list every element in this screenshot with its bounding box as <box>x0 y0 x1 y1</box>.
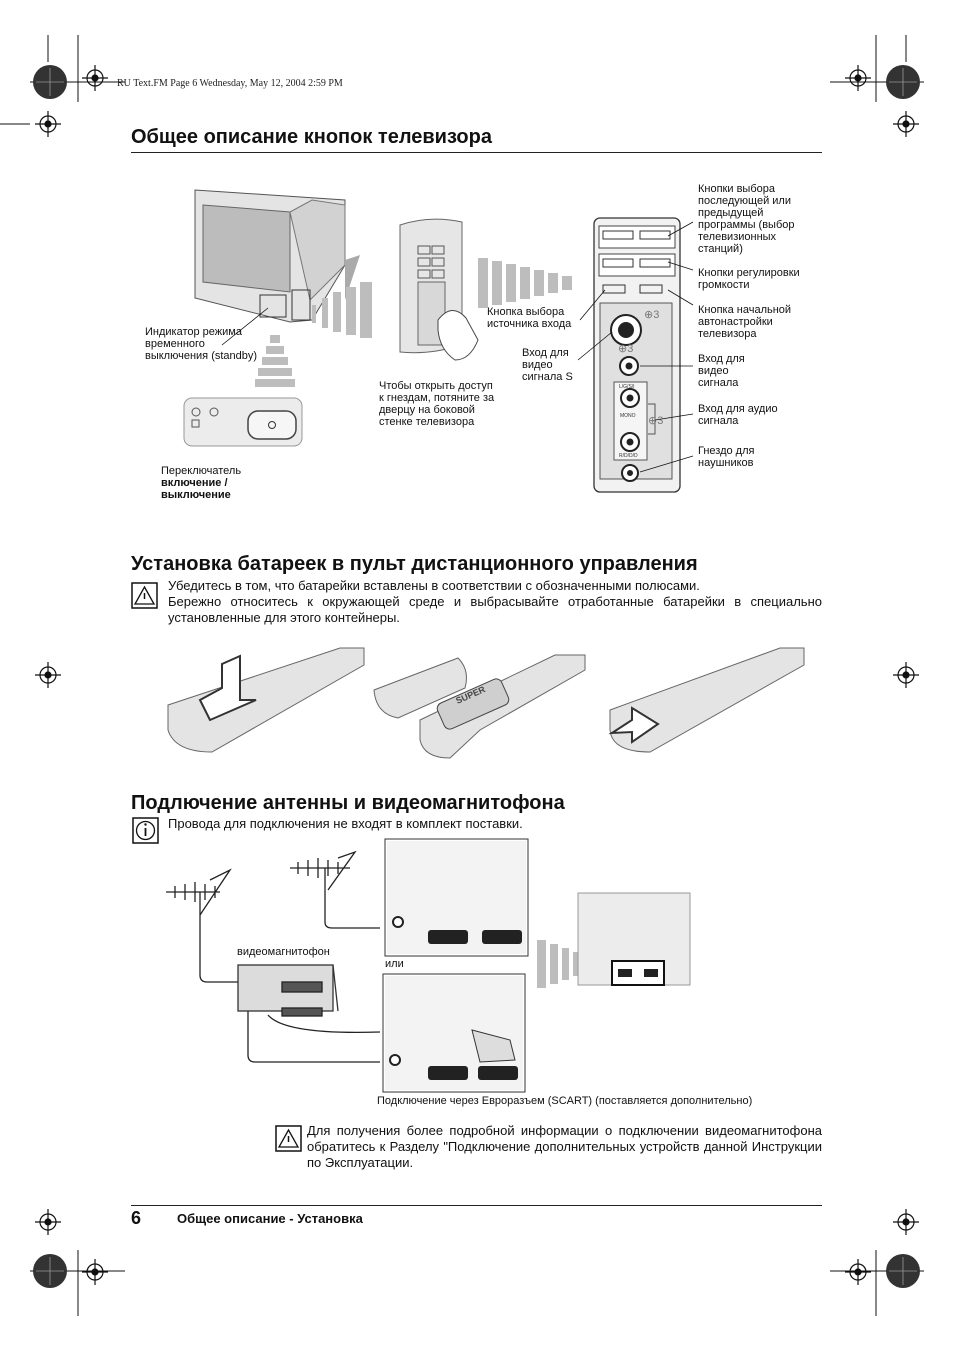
label-power-switch: Переключатель включение / выключение <box>161 465 271 501</box>
scart-caption: Подключение через Евроразъем (SCART) (по… <box>377 1095 753 1107</box>
tv-back-panels <box>382 838 691 1093</box>
panel-mark-jack3b: ⊕3 <box>618 343 634 355</box>
label-power-prefix: Переключатель <box>161 465 242 477</box>
registration-mark <box>35 65 919 1285</box>
section-title-batteries: Установка батареек в пульт дистанционног… <box>131 553 698 575</box>
label-vcr: видеомагнитофон <box>237 946 330 958</box>
label-side-door: Чтобы открыть доступ к гнездам, потяните… <box>379 380 495 428</box>
warning-icon-graphic <box>131 582 302 1152</box>
front-panel-detail <box>183 397 303 447</box>
battery-warning-line2: Бережно относитесь к окружающей среде и … <box>168 594 822 625</box>
panel-mark-lgsi: L/G/S/I <box>619 384 635 390</box>
connector-panel <box>593 217 681 493</box>
side-door-illustration <box>399 218 479 361</box>
beam-graphic <box>255 258 572 387</box>
battery-warning-line1: Убедитесь в том, что батарейки вставлены… <box>168 578 700 593</box>
vcr-warning-text: Для получения более подробной информации… <box>307 1123 822 1170</box>
label-audio-input: Вход для аудио сигнала <box>698 403 778 427</box>
tv-illustration <box>194 189 360 323</box>
panel-mark-rddd: R/D/D/D <box>619 453 638 459</box>
label-svideo-input: Вход для видео сигнала S <box>522 347 573 383</box>
panel-mark-jack3c: ⊕3 <box>648 415 664 427</box>
label-video-input: Вход для видео сигнала <box>698 353 745 389</box>
antenna-vcr-diagram <box>166 850 381 1063</box>
info-text: Провода для подключения не входят в комп… <box>168 816 523 831</box>
label-autotune-button: Кнопка начальной автонастройки телевизор… <box>698 304 792 340</box>
label-standby-indicator: Индикатор режима временного выключения (… <box>145 326 258 362</box>
label-source-button: Кнопка выбора источника входа <box>487 306 572 330</box>
footer-rule <box>131 1205 822 1206</box>
file-info-header: RU Text.FM Page 6 Wednesday, May 12, 200… <box>117 78 343 89</box>
remote-illustrations <box>167 647 805 759</box>
footer-title: Общее описание - Установка <box>177 1211 363 1226</box>
section-rule <box>131 152 822 153</box>
info-icon-graphic <box>132 817 159 844</box>
label-or: или <box>385 958 404 970</box>
page-number: 6 <box>131 1208 142 1228</box>
battery-warning-text: Убедитесь в том, что батарейки вставлены… <box>168 578 822 626</box>
panel-mark-mono: MONO <box>620 413 636 419</box>
label-program-buttons: Кнопки выбора последующей или предыдущей… <box>698 183 795 255</box>
label-headphone-jack: Гнездо для наушников <box>698 445 755 469</box>
panel-mark-jack3a: ⊕3 <box>644 309 660 321</box>
section-title-antenna-vcr: Подлючение антенны и видеомагнитофона <box>131 792 565 814</box>
label-volume-buttons: Кнопки регулировки громкости <box>698 267 800 291</box>
label-power-bold: включение / выключение <box>161 477 231 501</box>
section-title-tv-buttons: Общее описание кнопок телевизора <box>131 126 492 148</box>
